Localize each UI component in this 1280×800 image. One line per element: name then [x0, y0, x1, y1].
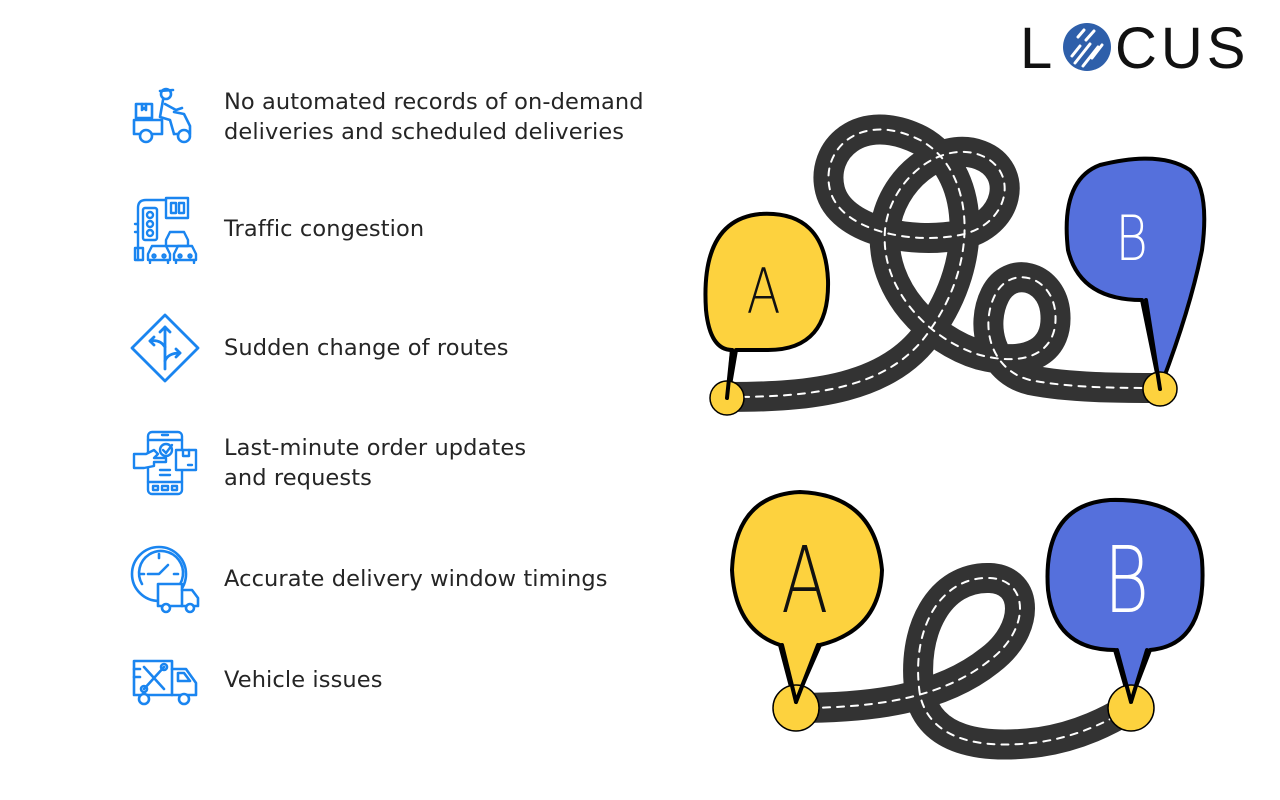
challenge-label: Last-minute order updates and requests	[224, 433, 526, 493]
challenge-label-line: and requests	[224, 465, 372, 491]
challenge-label: Accurate delivery window timings	[224, 564, 608, 594]
marker-a: A	[703, 211, 831, 416]
challenge-label-line: Last-minute order updates	[224, 435, 527, 461]
challenge-label: Vehicle issues	[224, 665, 383, 695]
marker-a: A	[730, 490, 884, 732]
marker-b: B	[1045, 497, 1205, 732]
optimized-road	[780, 563, 1145, 760]
challenge-item-traffic-congestion: Traffic congestion	[128, 192, 424, 266]
challenge-label-line: Accurate delivery window timings	[224, 566, 608, 592]
logo-letters-cus: CUS	[1115, 22, 1249, 74]
challenge-label-line: Sudden change of routes	[224, 335, 509, 361]
tangled-road	[713, 114, 1175, 412]
clock-truck-icon	[128, 542, 202, 616]
marker-a-label: A	[781, 528, 828, 634]
route-change-sign-icon	[128, 311, 202, 385]
truck-repair-icon	[128, 643, 202, 717]
delivery-scooter-icon	[128, 80, 202, 154]
marker-b: B	[1064, 156, 1207, 407]
globe-icon	[1063, 23, 1111, 71]
tangled-route-illustration: A B	[690, 110, 1220, 430]
challenge-item-order-updates: Last-minute order updates and requests	[128, 426, 526, 500]
challenge-item-vehicle-issues: Vehicle issues	[128, 643, 383, 717]
logo-letter-l: L	[1020, 22, 1052, 74]
challenge-label-line: No automated records of on-demand	[224, 89, 644, 115]
locus-logo: L CUS	[1020, 22, 1252, 74]
marker-b-label: B	[1115, 204, 1147, 276]
locus-logo-graphic: L CUS	[1020, 22, 1249, 74]
challenge-item-route-change: Sudden change of routes	[128, 311, 509, 385]
challenge-label: Sudden change of routes	[224, 333, 509, 363]
marker-b-label: B	[1104, 528, 1149, 634]
challenge-label: No automated records of on-demand delive…	[224, 87, 644, 147]
challenge-item-automated-records: No automated records of on-demand delive…	[128, 80, 644, 154]
marker-a-label: A	[747, 257, 781, 329]
challenge-label-line: deliveries and scheduled deliveries	[224, 119, 625, 145]
challenge-item-delivery-window: Accurate delivery window timings	[128, 542, 608, 616]
challenge-label-line: Traffic congestion	[224, 216, 425, 242]
phone-order-update-icon	[128, 426, 202, 500]
challenge-label-line: Vehicle issues	[224, 667, 383, 693]
traffic-light-cars-icon	[128, 192, 202, 266]
optimized-route-illustration: A B	[720, 480, 1220, 780]
challenge-label: Traffic congestion	[224, 214, 424, 244]
